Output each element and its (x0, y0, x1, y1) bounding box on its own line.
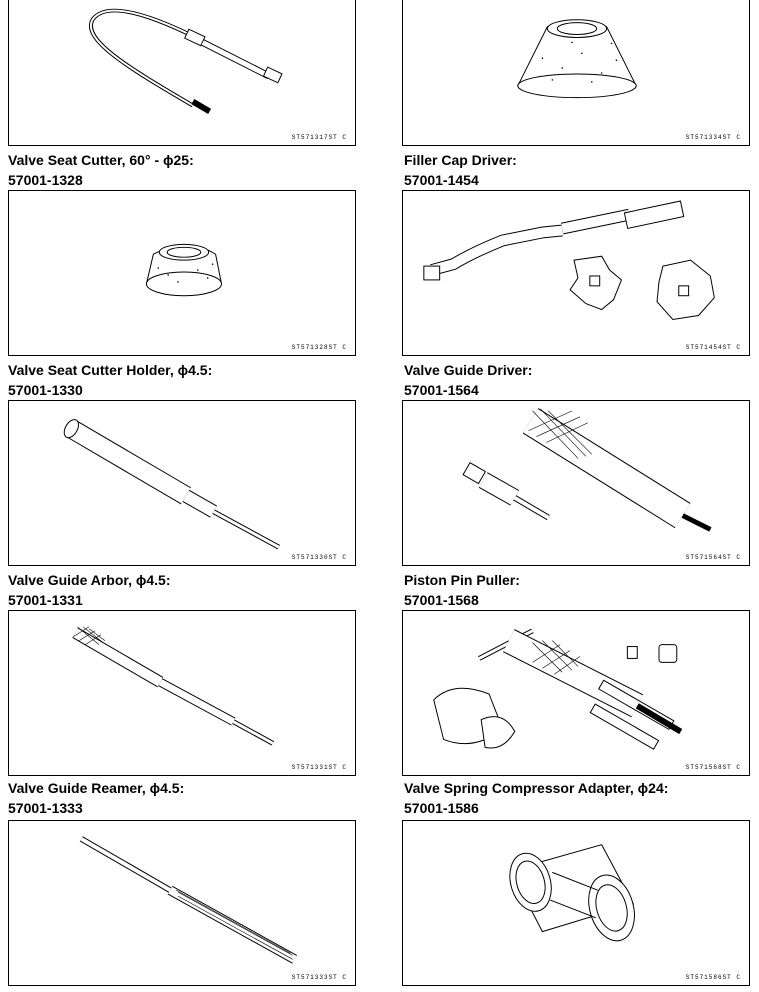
tool-caption: Valve Spring Compressor Adapter, ϕ24: 57… (404, 778, 668, 818)
tool-caption: Piston Pin Puller: 57001-1568 (404, 570, 520, 610)
tool-illustration-spring-compressor-adapter: ST571586ST C (402, 820, 750, 986)
cutter-holder-icon (63, 419, 281, 550)
valve-guide-driver-icon (462, 408, 712, 532)
tool-illustration-conical-cutter: ST571334ST C (402, 0, 750, 146)
piston-pin-puller-icon (433, 628, 683, 750)
tool-number: 57001-1331 (8, 592, 83, 608)
tool-number: 57001-1330 (8, 382, 83, 398)
figure-code: ST571568ST C (685, 764, 741, 771)
tool-number: 57001-1568 (404, 592, 479, 608)
guide-reamer-icon (79, 836, 298, 964)
tool-illustration-flexible-cable: ST571317ST C (8, 0, 356, 146)
tool-caption: Valve Seat Cutter Holder, ϕ4.5: 57001-13… (8, 360, 212, 400)
tool-name: Valve Guide Driver: (404, 362, 533, 378)
tool-illustration-cutter-holder: ST571330ST C (8, 400, 356, 566)
tool-illustration-guide-reamer: ST571333ST C (8, 820, 356, 986)
tool-caption: Valve Guide Driver: 57001-1564 (404, 360, 532, 400)
figure-code: ST571317ST C (291, 134, 347, 141)
tool-number: 57001-1333 (8, 800, 83, 816)
guide-arbor-icon (72, 626, 275, 746)
figure-code: ST571328ST C (291, 344, 347, 351)
seat-cutter-icon (145, 243, 223, 297)
tool-name: Valve Guide Arbor, ϕ4.5: (8, 572, 171, 588)
tool-number: 57001-1586 (404, 800, 479, 816)
figure-code: ST571330ST C (291, 554, 347, 561)
tool-caption: Valve Seat Cutter, 60° - ϕ25: 57001-1328 (8, 150, 194, 190)
tool-caption: Filler Cap Driver: 57001-1454 (404, 150, 517, 190)
conical-cutter-icon (516, 19, 637, 99)
tool-name: Valve Seat Cutter Holder, ϕ4.5: (8, 362, 213, 378)
tool-name: Piston Pin Puller: (404, 572, 520, 588)
tool-name: Valve Guide Reamer, ϕ4.5: (8, 780, 185, 796)
tool-illustration-seat-cutter: ST571328ST C (8, 190, 356, 356)
figure-code: ST571333ST C (291, 974, 347, 981)
figure-code: ST571586ST C (685, 974, 741, 981)
tool-caption: Valve Guide Reamer, ϕ4.5: 57001-1333 (8, 778, 184, 818)
tool-number: 57001-1454 (404, 172, 479, 188)
tool-number: 57001-1328 (8, 172, 83, 188)
tool-illustration-filler-cap-driver: ST571454ST C (402, 190, 750, 356)
spring-compressor-adapter-icon (509, 844, 635, 942)
filler-cap-driver-icon (423, 200, 715, 320)
figure-code: ST571454ST C (685, 344, 741, 351)
tool-illustration-guide-arbor: ST571331ST C (8, 610, 356, 776)
tool-name: Valve Spring Compressor Adapter, ϕ24: (404, 780, 669, 796)
tool-illustration-valve-guide-driver: ST571564ST C (402, 400, 750, 566)
tool-name: Filler Cap Driver: (404, 152, 517, 168)
tool-illustration-piston-pin-puller: ST571568ST C (402, 610, 750, 776)
tool-caption: Valve Guide Arbor, ϕ4.5: 57001-1331 (8, 570, 170, 610)
tool-number: 57001-1564 (404, 382, 479, 398)
flexible-cable-tool-icon (89, 8, 283, 115)
tool-name: Valve Seat Cutter, 60° - ϕ25: (8, 152, 194, 168)
figure-code: ST571564ST C (685, 554, 741, 561)
figure-code: ST571331ST C (291, 764, 347, 771)
figure-code: ST571334ST C (685, 134, 741, 141)
